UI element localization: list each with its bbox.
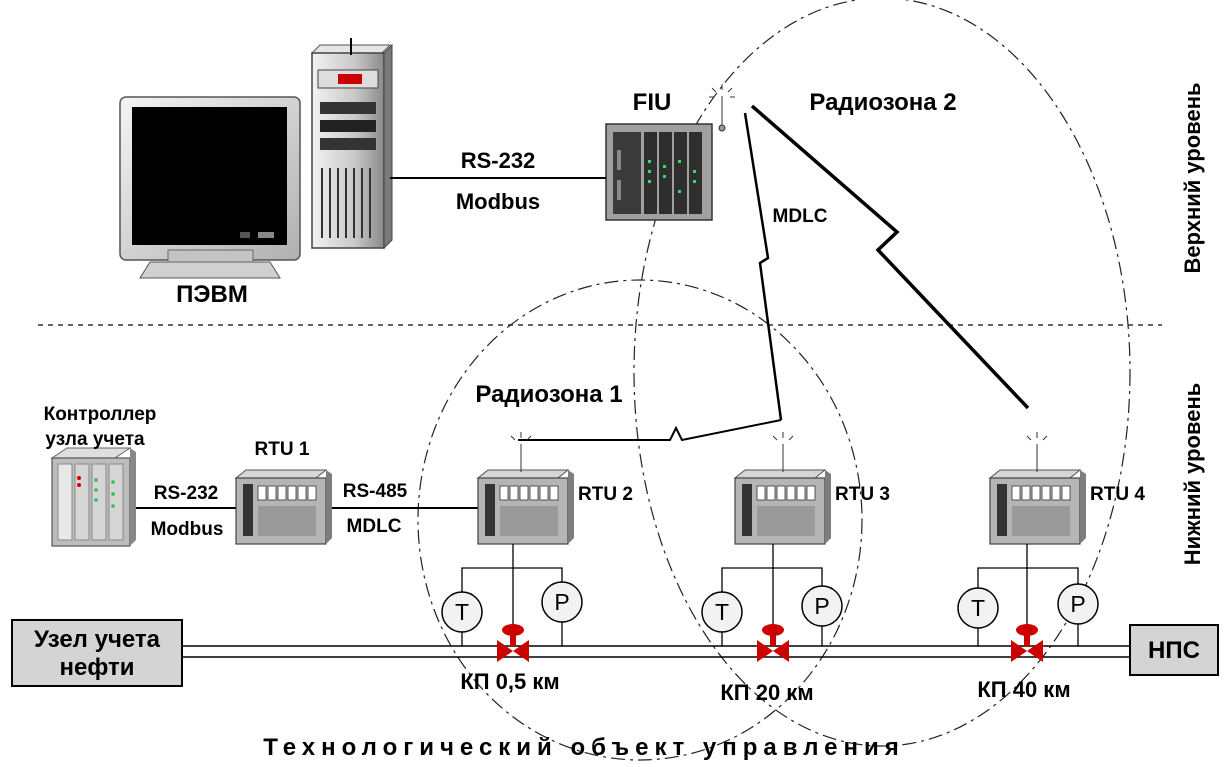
controller-label-line2: узла учета bbox=[45, 429, 145, 450]
kp1-pressure-label: P bbox=[554, 589, 569, 615]
modbus-bottom-label: Modbus bbox=[151, 519, 224, 540]
nps-box bbox=[1129, 624, 1219, 676]
rtu3-rack-icon bbox=[733, 469, 831, 545]
mdlc-radio-label: MDLC bbox=[773, 206, 828, 227]
kp2-pressure-label: P bbox=[814, 593, 829, 619]
kp3-temperature-label: T bbox=[971, 595, 985, 621]
kp1-temperature-sensor bbox=[441, 591, 483, 633]
pc-label: ПЭВМ bbox=[176, 281, 248, 308]
kp2-temperature-sensor bbox=[701, 591, 743, 633]
kp2-temperature-label: T bbox=[715, 599, 729, 625]
metering-label-line1: Узел учета bbox=[34, 626, 161, 653]
rtu4-rack-icon bbox=[988, 469, 1086, 545]
nps-label: НПС bbox=[1148, 637, 1200, 664]
rtu2-rack-icon bbox=[476, 469, 574, 545]
fiu-label: FIU bbox=[633, 89, 672, 116]
pc-monitor-icon bbox=[119, 96, 301, 279]
metering-unit-box bbox=[11, 619, 183, 687]
kp1-pressure-sensor bbox=[541, 581, 583, 623]
radiozone-2-ellipse bbox=[633, 0, 1131, 747]
bottom-title: Технологический объект управления bbox=[263, 734, 905, 761]
kp1-temperature-label: T bbox=[455, 599, 469, 625]
upper-level-label: Верхний уровень bbox=[1180, 82, 1205, 273]
rtu4-antenna-icon bbox=[1026, 432, 1048, 472]
kp1-label: КП 0,5 км bbox=[460, 669, 559, 694]
fiu-antenna-icon bbox=[709, 84, 735, 132]
rtu3-label: RTU 3 bbox=[835, 484, 890, 505]
rtu2-label: RTU 2 bbox=[578, 484, 633, 505]
rtu1-rack-icon bbox=[234, 469, 332, 545]
radio-link-fiu-rtu4 bbox=[750, 104, 1030, 410]
kp3-pressure-sensor bbox=[1057, 583, 1099, 625]
kp3-pressure-label: P bbox=[1070, 591, 1085, 617]
kp2-valve-icon bbox=[757, 624, 789, 662]
kp2-label: КП 20 км bbox=[720, 680, 813, 705]
controller-label-line1: Контроллер bbox=[44, 404, 157, 425]
rs485-label: RS-485 bbox=[343, 481, 408, 502]
kp3-label: КП 40 км bbox=[977, 677, 1070, 702]
radiozone2-label: Радиозона 2 bbox=[809, 89, 956, 116]
kp2-pressure-sensor bbox=[801, 585, 843, 627]
kp1-valve-icon bbox=[497, 624, 529, 662]
kp3-sensor-wiring bbox=[977, 544, 1079, 646]
metering-label-line2: нефти bbox=[59, 654, 134, 681]
radiozone1-label: Радиозона 1 bbox=[475, 381, 622, 408]
rs232-top-label: RS-232 bbox=[461, 148, 536, 173]
radio-link-fiu-rtu3 bbox=[743, 112, 783, 421]
fiu-rack-icon bbox=[605, 123, 713, 221]
pc-server-icon bbox=[310, 38, 393, 250]
rtu1-label: RTU 1 bbox=[255, 439, 310, 460]
kp3-valve-icon bbox=[1011, 624, 1043, 662]
lower-level-label: Нижний уровень bbox=[1180, 383, 1205, 566]
kp3-temperature-sensor bbox=[957, 587, 999, 629]
radio-link-rtu2-rtu3 bbox=[518, 419, 782, 442]
mdlc-wire-label: MDLC bbox=[347, 516, 402, 537]
rs232-bottom-label: RS-232 bbox=[154, 483, 218, 504]
pipeline bbox=[182, 645, 1130, 658]
kp1-sensor-wiring bbox=[461, 544, 563, 646]
modbus-top-label: Modbus bbox=[456, 189, 540, 214]
radiozone-1-ellipse bbox=[417, 279, 863, 761]
metering-controller-icon bbox=[50, 447, 136, 547]
rtu4-label: RTU 4 bbox=[1090, 484, 1145, 505]
rtu2-antenna-icon bbox=[510, 432, 532, 472]
rtu3-antenna-icon bbox=[772, 432, 794, 472]
